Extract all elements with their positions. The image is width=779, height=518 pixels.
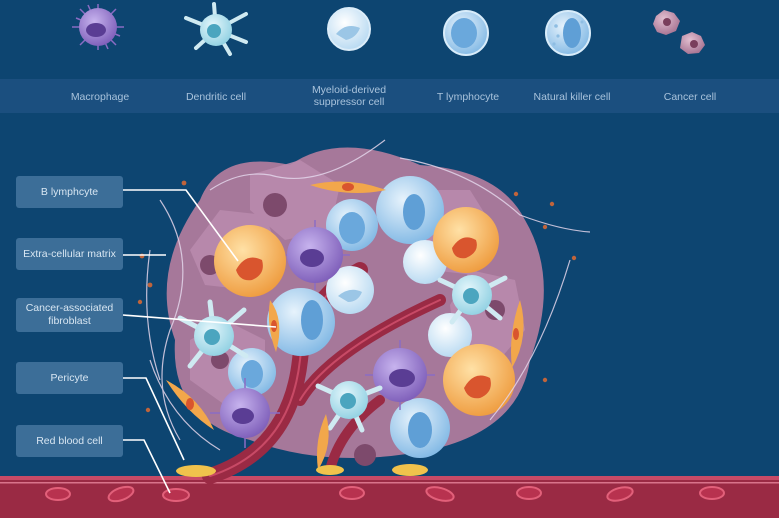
callout-cancer-associated-fibroblast: Cancer-associated fibroblast bbox=[16, 298, 123, 332]
extracellular-matrix-fibers bbox=[146, 139, 591, 451]
t-lymphocyte-icon bbox=[443, 10, 489, 56]
natural-killer-cell-icon bbox=[545, 10, 591, 56]
legend-band bbox=[0, 79, 779, 113]
myeloid-derived-suppressor-cell-icon bbox=[327, 7, 371, 51]
legend-label-t-lymphocyte: T lymphocyte bbox=[436, 91, 500, 103]
pericytes bbox=[176, 464, 428, 477]
callout-pericyte: Pericyte bbox=[16, 362, 123, 394]
cancer-cell-icon bbox=[653, 10, 705, 54]
macrophage-icon bbox=[72, 4, 124, 50]
legend-label-myeloid-derived-suppressor-cell: Myeloid-derived suppressor cell bbox=[311, 84, 387, 108]
t-lymphocytes bbox=[228, 176, 472, 458]
callout-red-blood-cell: Red blood cell bbox=[16, 425, 123, 457]
legend-label-natural-killer-cell: Natural killer cell bbox=[533, 91, 611, 103]
legend-label-macrophage: Macrophage bbox=[70, 91, 130, 103]
legend-label-cancer-cell: Cancer cell bbox=[663, 91, 717, 103]
dendritic-cell-icon bbox=[184, 2, 248, 56]
blood-vessel bbox=[0, 476, 779, 518]
callout-b-lymphocyte: B lymphcyte bbox=[16, 176, 123, 208]
macrophages bbox=[210, 220, 435, 448]
callout-extracellular-matrix: Extra-cellular matrix bbox=[16, 238, 123, 270]
dendritic-cells bbox=[177, 275, 508, 433]
b-lymphocytes bbox=[214, 207, 515, 416]
extracellular-particles bbox=[137, 180, 577, 413]
legend-label-dendritic-cell: Dendritic cell bbox=[185, 91, 247, 103]
callout-connectors bbox=[122, 189, 277, 494]
cancer-associated-fibroblasts bbox=[166, 181, 524, 470]
